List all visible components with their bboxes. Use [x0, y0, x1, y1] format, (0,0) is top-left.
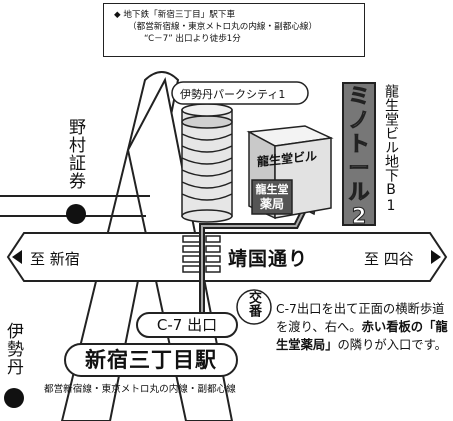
road-right-label: 至 四谷 — [364, 250, 414, 268]
access-note-line3: “C－7” 出口より徒歩1分 — [144, 34, 241, 44]
minotor-char: ー — [348, 156, 370, 181]
minotor-char: ノ — [348, 108, 370, 133]
building-basement-label: 龍生堂ビル地下B1 — [383, 84, 399, 214]
park-city-callout-box — [171, 81, 309, 105]
station-name-label: 新宿三丁目駅 — [64, 343, 238, 377]
directions-part1: C-7出口を出て正面の横断歩道を渡り、右へ。 — [276, 302, 445, 334]
koban-circle — [236, 289, 272, 325]
access-note: ◆ 地下鉄「新宿三丁目」駅下車 （都営新宿線・東京メトロ丸の内線・副都心線） “… — [103, 3, 365, 57]
walking-route-inner — [201, 205, 307, 318]
isetan-park-city-building — [181, 103, 233, 223]
ryuseido-building — [246, 125, 334, 220]
arrow-right-icon — [431, 250, 441, 264]
directions-text: C-7出口を出て正面の横断歩道を渡り、右へ。赤い看板の「龍生堂薬局」の隣りが入口… — [276, 300, 453, 354]
road-left-label: 至 新宿 — [30, 250, 80, 268]
minotor-char: 2 — [351, 204, 367, 229]
koban-label: 交番 — [246, 291, 261, 317]
minotor-sign: ミ ノ ト ー ル 2 — [342, 82, 376, 229]
exit-c7-text: C-7 出口 — [156, 316, 218, 334]
yasukuni-road — [6, 232, 448, 282]
nomura-dot — [66, 204, 86, 224]
access-note-line2: （都営新宿線・東京メトロ丸の内線・副都心線） — [128, 22, 318, 32]
minotor-char: ル — [348, 180, 370, 205]
arrow-left-icon — [12, 250, 22, 264]
isetan-label: 伊勢丹 — [3, 322, 23, 376]
main-road-label: 靖国通り — [228, 248, 309, 270]
exit-c7-label: C-7 出口 — [136, 312, 238, 338]
nomura-label: 野村証券 — [65, 118, 85, 190]
directions-part2: の隣りが入口です。 — [337, 338, 447, 352]
access-note-line1: ◆ 地下鉄「新宿三丁目」駅下車 — [114, 10, 236, 20]
minotor-char: ミ — [348, 84, 370, 109]
station-lines-label: 都営新宿線・東京メトロ丸の内線・副都心線 — [44, 384, 236, 395]
minotor-char: ト — [348, 132, 370, 157]
isetan-dot — [4, 388, 24, 408]
directions-bold: 赤い看板の「龍生堂薬局」 — [276, 320, 448, 352]
ryuseido-store-line2: 薬局 — [259, 197, 284, 211]
station-name-text: 新宿三丁目駅 — [85, 348, 217, 372]
ryuseido-store-sign: 龍生堂 薬局 — [253, 182, 291, 212]
park-city-label: 伊勢丹パークシティ1 — [180, 88, 286, 101]
crosswalk-right — [205, 235, 221, 273]
ryuseido-store-line1: 龍生堂 — [255, 183, 289, 196]
